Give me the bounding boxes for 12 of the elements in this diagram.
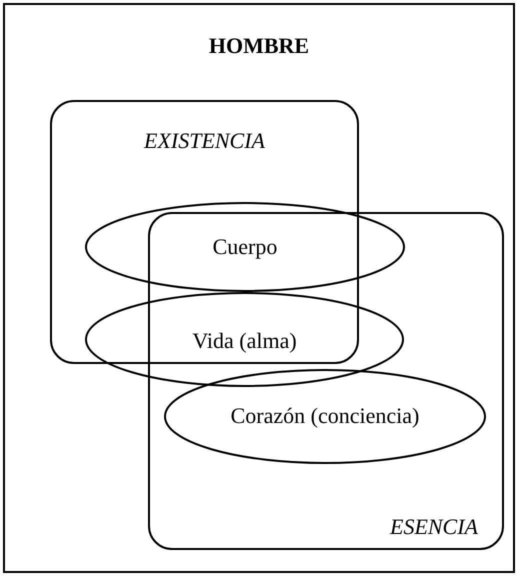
ellipse — [85, 202, 405, 292]
outer-frame — [3, 3, 515, 573]
ellipse — [85, 292, 404, 387]
shape-label: Vida (alma) — [192, 330, 297, 352]
rounded-rectangle — [148, 212, 504, 550]
shape-label: HOMBRE — [208, 35, 310, 57]
ellipse — [164, 369, 486, 464]
shape-label: ESENCIA — [390, 516, 478, 538]
rounded-rectangle — [50, 100, 359, 364]
shape-label: EXISTENCIA — [144, 130, 265, 152]
shape-label: Cuerpo — [212, 236, 278, 258]
shape-label: Corazón (conciencia) — [230, 405, 420, 427]
